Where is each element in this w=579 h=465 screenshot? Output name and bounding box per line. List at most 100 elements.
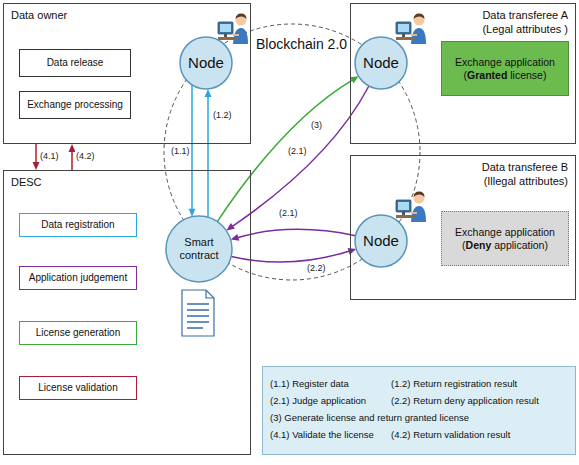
text-holder: (4.2) Return validation result: [391, 430, 510, 441]
node-label: Node: [363, 54, 399, 71]
arrow-head: [350, 76, 359, 83]
label-holder: (1.2): [212, 110, 233, 120]
text-holder: (Legal attributes ): [482, 23, 568, 36]
text-holder: Data owner: [11, 9, 67, 22]
transferee-panel: Data transferee A(Legal attributes )Node…: [350, 3, 576, 144]
node-circle: Node: [179, 36, 233, 90]
connector-line: [217, 79, 353, 221]
connector-line: [231, 86, 369, 227]
label-holder: (2.1): [287, 146, 308, 156]
connector: [231, 229, 356, 240]
legend-line: (2.1) Judge application: [270, 396, 366, 407]
panel-title: DESC: [11, 176, 42, 189]
arrow-head: [231, 234, 240, 241]
function-box: Data release: [19, 49, 131, 77]
legend-line: (4.2) Return validation result: [391, 430, 510, 441]
transferee-panel: Data transferee B(Illegal attributes) Nod…: [350, 155, 576, 300]
node-label: Node: [188, 54, 224, 71]
node-label: License generation: [36, 327, 121, 339]
legend-line: (1.1) Register data: [270, 379, 349, 390]
node-label: Exchange application (Granted license): [449, 56, 561, 80]
desc-panel: DESC Data registrationApplication judgeme…: [3, 170, 251, 455]
user-icon: [218, 14, 248, 45]
text-holder: Data transferee B: [482, 161, 568, 174]
node-label: Exchange processing: [27, 99, 123, 111]
owner-panel: Data ownerData releaseExchange processin…: [3, 3, 251, 144]
panel-title: (Illegal attributes): [484, 175, 568, 188]
text-holder: (2.2) Return deny application result: [391, 396, 539, 407]
step-label: (2.1): [279, 208, 298, 218]
node-circle: Node: [354, 36, 408, 90]
emphasis-text: Granted: [467, 69, 507, 81]
function-box: Exchange processing: [19, 91, 131, 119]
panel-title: Data transferee B: [482, 161, 568, 174]
label-holder: Blockchain 2.0: [256, 36, 347, 52]
function-box: License generation: [19, 321, 137, 345]
function-box: Application judgement: [19, 266, 137, 290]
legend-panel: (1.1) Register data (1.2) Return registra…: [262, 366, 576, 455]
label-holder: (2.2): [306, 263, 327, 273]
circle-shape: [355, 37, 407, 89]
connector-line: [71, 150, 73, 170]
panel-title: Data owner: [11, 9, 67, 22]
label-holder: (2.1): [278, 208, 299, 218]
emphasis-text: Deny: [466, 239, 492, 251]
connector-line: [191, 85, 193, 211]
node-circle: Node: [354, 214, 408, 268]
legend-line: (4.1) Validate the license: [270, 430, 374, 441]
text-holder: DESC: [11, 176, 42, 189]
blockchain-ring: [164, 24, 420, 280]
document-icon: [182, 290, 214, 336]
step-label: (2.2): [307, 263, 326, 273]
node-label: Data release: [47, 57, 104, 69]
connector-line: [207, 95, 209, 217]
circle-shape: [180, 37, 232, 89]
user-icon: [396, 14, 426, 45]
function-box: Data registration: [19, 213, 137, 237]
legend-line: (1.2) Return registration result: [391, 379, 517, 390]
arrow-head: [348, 248, 357, 255]
node-label: Smart contract: [172, 236, 226, 261]
node-label: Exchange application (Deny application): [449, 226, 561, 250]
node-label: Node: [363, 232, 399, 249]
label-holder: (1.1): [170, 146, 191, 156]
step-label: (1.1): [171, 146, 190, 156]
step-label: (2.1): [288, 146, 307, 156]
application-box: Exchange application (Deny application): [441, 211, 569, 266]
connector: [231, 248, 356, 262]
step-label: (1.2): [213, 110, 232, 120]
function-box: License validation: [19, 376, 137, 400]
text-holder: (3) Generate license and return granted …: [270, 413, 469, 424]
label-holder: (3): [310, 120, 323, 130]
circle-shape: [166, 216, 232, 282]
text-holder: (1.1) Register data: [270, 379, 349, 390]
text-holder: (4.1) Validate the license: [270, 430, 374, 441]
text-holder: (2.1) Judge application: [270, 396, 366, 407]
connector-line: [231, 251, 350, 262]
connector-line: [35, 144, 37, 164]
connector: [226, 86, 369, 230]
legend-line: (3) Generate license and return granted …: [270, 413, 469, 424]
arrow-head: [33, 162, 40, 170]
step-label: (3): [311, 120, 322, 130]
node-label: Data registration: [41, 219, 114, 231]
label-holder: (4.1): [39, 151, 60, 161]
connector: [217, 76, 358, 221]
arrow-head: [189, 209, 196, 217]
panel-title: (Legal attributes ): [482, 23, 568, 36]
node-label: License validation: [38, 382, 118, 394]
step-label: (4.1): [40, 151, 59, 161]
legend-line: (2.2) Return deny application result: [391, 396, 539, 407]
contract-circle: Smart contract: [165, 215, 233, 283]
step-label: (4.2): [76, 151, 95, 161]
connector-line: [236, 229, 355, 238]
text-holder: (1.2) Return registration result: [391, 379, 517, 390]
arrow-head: [205, 89, 212, 97]
node-label: Application judgement: [29, 272, 127, 284]
label-holder: (4.2): [75, 151, 96, 161]
arrow-head: [226, 223, 235, 230]
connector: [205, 89, 212, 217]
diagram-label: Blockchain 2.0: [256, 36, 347, 52]
text-holder: (Illegal attributes): [484, 175, 568, 188]
circle-shape: [355, 215, 407, 267]
